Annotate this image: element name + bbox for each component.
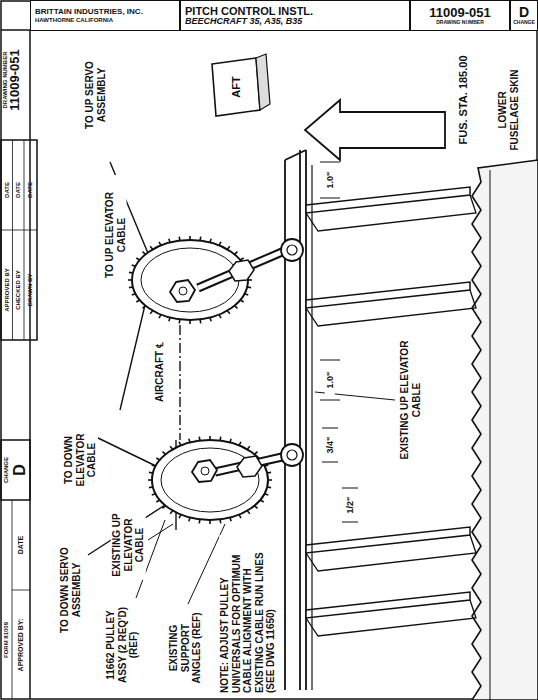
pulley-assembly: [132, 239, 303, 320]
aft-symbol: [212, 54, 270, 116]
support-angle-leg: [306, 195, 476, 231]
title-block-cell: DCHANGE: [510, 0, 538, 31]
pulley-assembly: [152, 440, 303, 520]
part-callout: 11662 PULLEY ASSY (2 REQ'D) (REF): [105, 600, 140, 690]
support-angle-leg: [306, 535, 476, 571]
skin-edge: [490, 170, 491, 700]
field-caption: APPROVED BY:: [17, 600, 25, 690]
support-angle: [306, 527, 470, 553]
callout-label: TO UP SERVO ASSEMBLY: [84, 35, 107, 155]
support-angles: [306, 187, 476, 636]
field-caption: DRAWN BY: [27, 245, 34, 335]
strip-line: [29, 30, 31, 699]
fuselage-skin: [472, 160, 538, 700]
field-caption: DRAWING NUMBER: [2, 25, 9, 135]
title-block-text: DRAWING NUMBER: [436, 20, 484, 26]
title-block-text: D: [519, 5, 529, 20]
title-block-text: CHANGE: [513, 20, 535, 26]
support-angle-leg: [306, 600, 476, 636]
support-angle: [306, 592, 470, 618]
callout-label: LOWER FUSELAGE SKIN: [497, 65, 520, 155]
callout-label: TO DOWN SERVO ASSEMBLY: [59, 545, 82, 635]
existing-cable: [311, 165, 312, 690]
centerline-label: AIRCRAFT ℄: [154, 327, 166, 417]
approval-block: [1, 140, 37, 340]
title-block-cell: 11009-051DRAWING NUMBER: [410, 0, 510, 31]
title-block-text: HAWTHORNE CALIFORNIA: [35, 17, 113, 24]
direction-label: AFT: [230, 70, 243, 104]
title-block-cell: PITCH CONTROL INSTL.BEECHCRAFT 35, A35, …: [180, 0, 410, 31]
change-row: [12, 500, 13, 699]
change-divider: [12, 590, 30, 591]
form-number: FORM 81009: [3, 595, 10, 685]
title-block-text: 11009-051: [429, 6, 490, 20]
approval-divider: [1, 230, 37, 231]
field-caption: DATE: [27, 160, 34, 220]
field-caption: DATE: [4, 160, 11, 220]
title-block-cell: BRITTAIN INDUSTRIES, INC.HAWTHORNE CALIF…: [30, 0, 180, 31]
field-caption: APPROVED BY: [4, 245, 11, 335]
field-caption: CHANGE: [3, 445, 10, 495]
support-angle-leg: [306, 290, 476, 326]
callout-label: EXISTING UP ELEVATOR CABLE: [399, 335, 422, 465]
callout-label: EXISTING SUPPORT ANGLES (REF): [168, 608, 203, 688]
structural-member: [285, 150, 306, 690]
approval-row: [24, 140, 25, 340]
callout-label: TO UP ELEVATOR CABLE: [104, 175, 127, 295]
callout-label: EXISTING UP ELEVATOR CABLE: [111, 510, 146, 580]
dimension: 1.0": [325, 165, 335, 195]
title-block-text: BEECHCRAFT 35, A35, B35: [185, 17, 302, 27]
note: NOTE: ADJUST PULLEY UNIVERSALS FOR OPTIM…: [219, 535, 277, 695]
dimension: 1/2": [345, 490, 355, 520]
dimension: 3/4": [325, 430, 335, 460]
station-label: FUS. STA. 185.00: [457, 40, 470, 160]
approval-row: [12, 140, 13, 340]
title-block-text: BRITTAIN INDUSTRIES, INC.: [35, 8, 143, 17]
title-block-text: PITCH CONTROL INSTL.: [185, 5, 313, 17]
skin-panel: [472, 160, 538, 700]
callout-label: TO DOWN ELEVATOR CABLE: [63, 415, 98, 505]
field-caption: CHECKED BY: [15, 245, 22, 335]
change-letter: D: [11, 450, 29, 490]
drawing-number: 11009-051: [8, 25, 23, 135]
support-angle: [306, 282, 470, 308]
field-caption: DATE: [15, 160, 22, 220]
station-arrow: [305, 100, 445, 160]
field-caption: DATE: [17, 520, 25, 570]
pulley-teeth: [128, 236, 272, 524]
change-block: [1, 440, 30, 500]
dimension: 1.0": [325, 365, 335, 395]
